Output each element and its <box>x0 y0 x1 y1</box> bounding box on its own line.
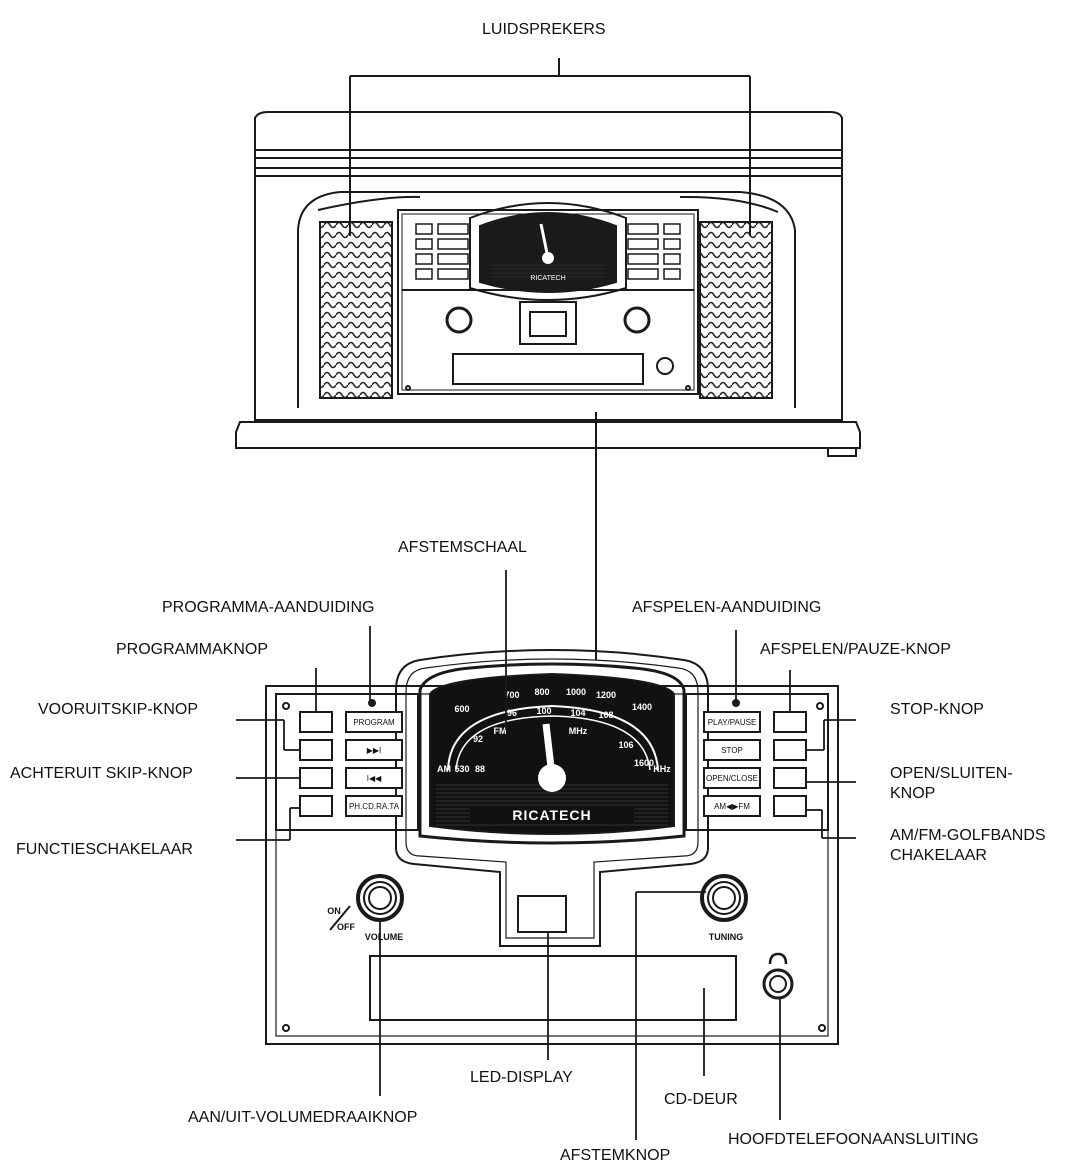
dial-unit-mhz: MHz <box>569 726 588 736</box>
dial-fm-1: 96 <box>507 708 517 718</box>
play-indicator-led <box>732 699 740 707</box>
dial-top-2: 1000 <box>566 687 586 697</box>
dial-right-2: KHz <box>653 764 671 774</box>
dial-fm-3: 104 <box>570 708 585 718</box>
label-open-close: OPEN/SLUITEN-KNOP <box>890 765 1013 802</box>
label-tuning-knob: AFSTEMKNOP <box>560 1147 671 1164</box>
detail-device <box>265 649 839 1045</box>
label-volume-knob: AAN/UIT-VOLUMEDRAAIKNOP <box>188 1109 418 1126</box>
left-button-group <box>299 711 403 817</box>
dial-right-1: 1600 <box>634 758 654 768</box>
volume-label-text: VOLUME <box>365 932 404 942</box>
label-play-pause-button: AFSPELEN/PAUZE-KNOP <box>760 641 951 658</box>
callout-lines <box>236 570 856 1140</box>
label-tuning-scale: AFSTEMSCHAAL <box>398 539 527 556</box>
dial-band-fm: FM <box>494 726 507 736</box>
overview-brand-text: RICATECH <box>530 275 565 282</box>
dial-fm-0: 92 <box>473 734 483 744</box>
dial-right-0: 106 <box>618 740 633 750</box>
btn-skip-back-text: I◀◀ <box>367 774 382 783</box>
label-program-indicator: PROGRAMMA-AANDUIDING <box>162 599 375 616</box>
right-speaker-grill <box>699 221 773 399</box>
dial-top-4: 1400 <box>632 702 652 712</box>
dial-left-2: 88 <box>475 764 485 774</box>
label-speakers: LUIDSPREKERS <box>482 21 606 38</box>
dial-left-0: 600 <box>454 704 469 714</box>
dial-left-1: 530 <box>454 764 469 774</box>
btn-open-close-text: OPEN/CLOSE <box>706 774 758 783</box>
btn-stop-text: STOP <box>721 746 743 755</box>
btn-program-text: PROGRAM <box>353 718 395 727</box>
label-skip-forward: VOORUITSKIP-KNOP <box>38 701 199 718</box>
dial-band-am: AM <box>437 764 451 774</box>
label-play-indicator: AFSPELEN-AANDUIDING <box>632 599 822 616</box>
dial-top-0: 700 <box>504 690 519 700</box>
label-program-button: PROGRAMMAKNOP <box>116 641 269 658</box>
tuning-knob-graphic <box>700 874 748 922</box>
left-speaker-grill <box>319 221 393 399</box>
power-on-text: ON <box>327 906 341 916</box>
label-cd-door: CD-DEUR <box>664 1091 738 1108</box>
btn-play-pause-text: PLAY/PAUSE <box>708 718 757 727</box>
dial-top-3: 1200 <box>596 690 616 700</box>
dial-fm-2: 100 <box>536 706 551 716</box>
right-button-group <box>703 711 807 817</box>
overview-device <box>235 58 861 660</box>
program-indicator-led <box>368 699 376 707</box>
btn-band-text: AM◀▶FM <box>714 802 750 811</box>
brand-text: RICATECH <box>512 807 591 823</box>
label-stop-button: STOP-KNOP <box>890 701 984 718</box>
label-function-switch: FUNCTIESCHAKELAAR <box>16 841 193 858</box>
power-off-text: OFF <box>337 922 355 932</box>
btn-function-text: PH.CD.RA.TA <box>349 802 400 811</box>
label-headphone-jack: HOOFDTELEFOONAANSLUITING <box>728 1131 979 1148</box>
label-band-switch: AM/FM-GOLFBANDSCHAKELAAR <box>890 827 1046 864</box>
volume-knob-graphic <box>356 874 404 922</box>
label-skip-back: ACHTERUIT SKIP-KNOP <box>10 765 193 782</box>
dial-top-1: 800 <box>534 687 549 697</box>
dial-fm-4: 108 <box>598 710 613 720</box>
label-led-display: LED-DISPLAY <box>470 1069 573 1086</box>
tuning-label-text: TUNING <box>709 932 744 942</box>
btn-skip-forward-text: ▶▶I <box>367 746 382 755</box>
